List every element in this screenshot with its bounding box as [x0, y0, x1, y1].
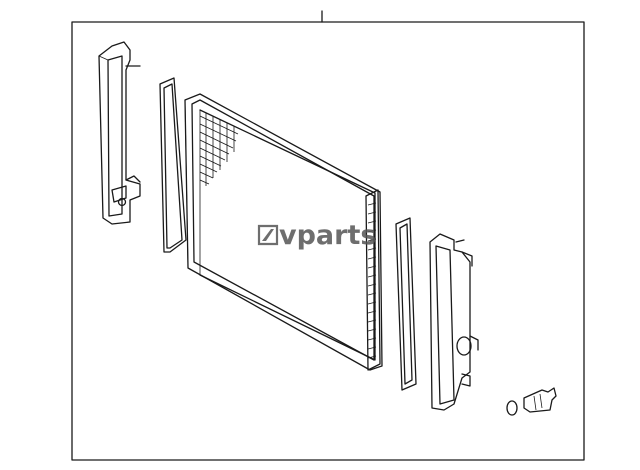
drain-plug	[523, 387, 557, 413]
right-tank-gasket	[395, 217, 417, 391]
radiator-core	[184, 93, 383, 371]
watermark: vparts	[257, 220, 376, 251]
left-tank-gasket	[159, 77, 187, 253]
core-fin-pattern	[200, 112, 239, 186]
right-radiator-tank	[429, 233, 479, 411]
core-header-notches	[367, 202, 377, 359]
watermark-text: vparts	[279, 220, 376, 251]
left-radiator-tank	[98, 41, 141, 225]
drain-plug-o-ring	[506, 400, 518, 416]
kv-logo-icon	[257, 224, 279, 246]
diagram-frame	[71, 21, 585, 461]
